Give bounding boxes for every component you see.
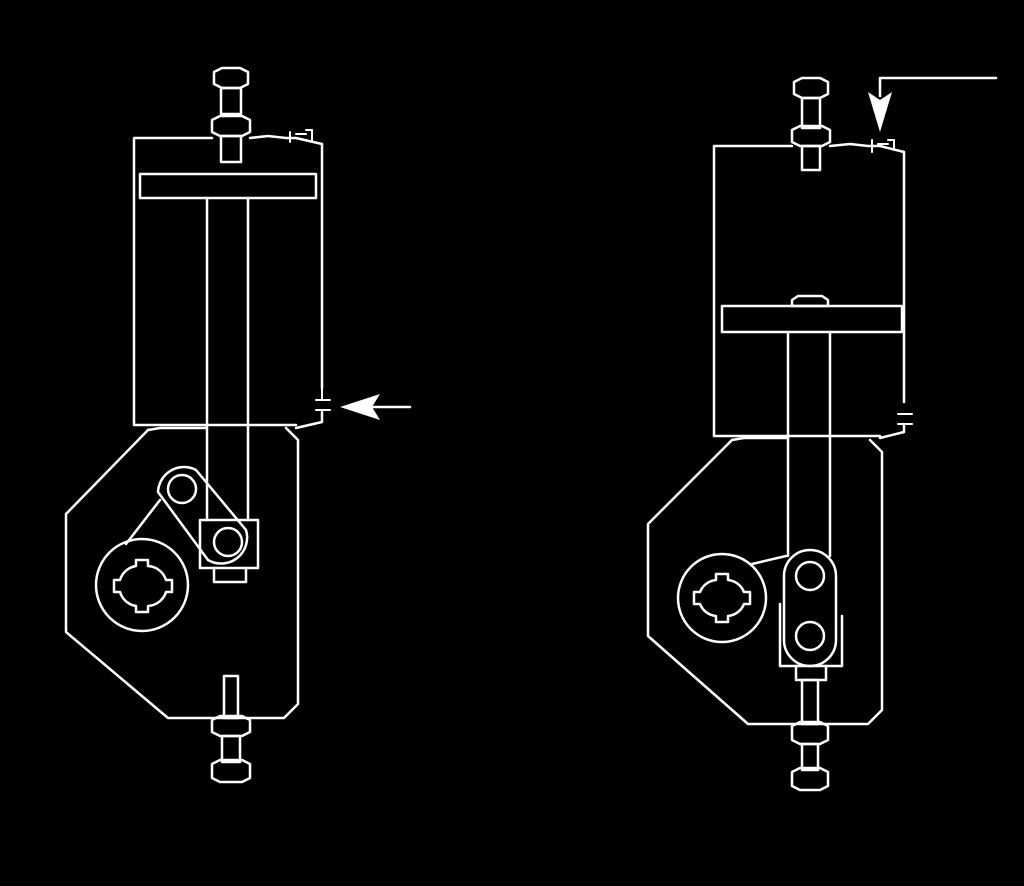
keyed-bore-right <box>692 572 752 624</box>
shaft-hub-left <box>94 537 190 633</box>
upper-port-left <box>289 129 313 143</box>
keyed-bore-left <box>112 558 174 614</box>
piston-rod-right <box>786 330 832 558</box>
crank-housing-right <box>646 438 884 726</box>
lower-port-left <box>315 387 331 411</box>
air-inlet-arrow-right <box>868 76 998 132</box>
air-inlet-arrow-left <box>340 394 412 420</box>
link-pin-upper-left <box>166 473 198 505</box>
crank-housing-left <box>64 426 300 720</box>
piston-head-left <box>138 172 318 200</box>
crank-link-right <box>782 548 838 668</box>
top-adjust-bolt-left <box>210 66 252 164</box>
actuator-left <box>64 66 412 784</box>
bottom-adjust-bolt-left <box>210 674 252 784</box>
cylinder-left <box>132 134 324 430</box>
link-pin-lower-left <box>212 526 244 558</box>
bottom-adjust-bolt-right <box>790 678 830 792</box>
piston-nut-right <box>790 294 830 308</box>
top-adjust-bolt-right <box>790 76 832 172</box>
cylinder-right <box>712 142 906 440</box>
lower-port-right <box>897 413 913 425</box>
link-pin-upper-right <box>794 560 826 592</box>
shaft-hub-right <box>676 552 768 644</box>
link-pin-lower-right <box>794 620 826 652</box>
piston-head-right <box>720 304 904 334</box>
crank-link-left <box>156 465 249 565</box>
piston-rod-left <box>205 196 250 522</box>
actuator-right <box>646 76 998 792</box>
rod-clevis-right <box>778 602 844 668</box>
upper-port-right <box>871 139 895 153</box>
